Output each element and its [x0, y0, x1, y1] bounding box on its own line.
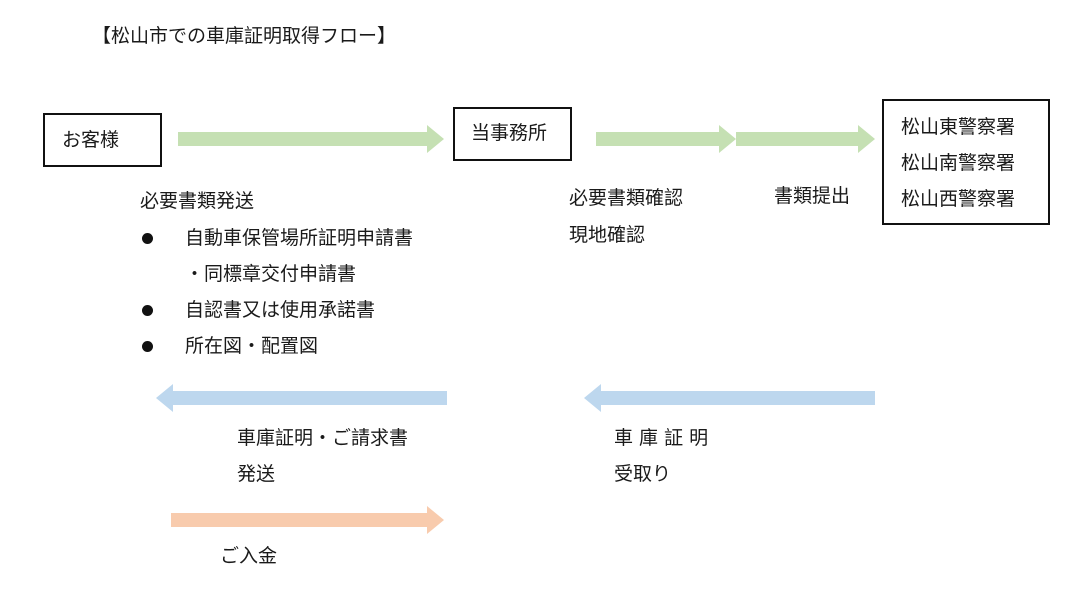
bullet-icon	[142, 233, 153, 244]
page-title: 【松山市での車庫証明取得フロー】	[92, 25, 397, 47]
arrow-submit-to-police	[736, 125, 875, 153]
return-office-line2: 発送	[237, 463, 276, 485]
arrow-payment	[171, 506, 444, 534]
police-station-west: 松山西警察署	[901, 188, 1016, 210]
office-label: 当事務所	[471, 122, 548, 144]
arrow-customer-to-office	[178, 125, 444, 153]
return-police-line2: 受取り	[614, 463, 672, 485]
office-box: 当事務所	[453, 107, 572, 161]
arrow-office-to-submit	[596, 125, 736, 153]
arrow-police-to-office	[584, 384, 875, 412]
police-station-east: 松山東警察署	[901, 116, 1016, 138]
step3-label: 書類提出	[774, 185, 851, 207]
customer-label: お客様	[62, 129, 120, 151]
bullet-icon	[142, 305, 153, 316]
arrow-office-to-customer	[156, 384, 447, 412]
bullet-icon	[142, 341, 153, 352]
police-station-south: 松山南警察署	[901, 152, 1016, 174]
step2-line2: 現地確認	[569, 224, 646, 246]
customer-box: お客様	[43, 113, 162, 167]
return-police-line1: 車 庫 証 明	[614, 427, 709, 449]
step2-line1: 必要書類確認	[569, 187, 684, 209]
step1-item2: 自認書又は使用承諾書	[185, 299, 376, 321]
police-box: 松山東警察署 松山南警察署 松山西警察署	[882, 99, 1050, 225]
return-office-line1: 車庫証明・ご請求書	[237, 427, 409, 449]
step1-item1-line1: 自動車保管場所証明申請書	[185, 227, 414, 249]
step1-heading: 必要書類発送	[140, 190, 255, 212]
payment-label: ご入金	[220, 545, 278, 567]
step1-item3: 所在図・配置図	[185, 335, 319, 357]
step1-item1-line2: ・同標章交付申請書	[185, 263, 357, 285]
